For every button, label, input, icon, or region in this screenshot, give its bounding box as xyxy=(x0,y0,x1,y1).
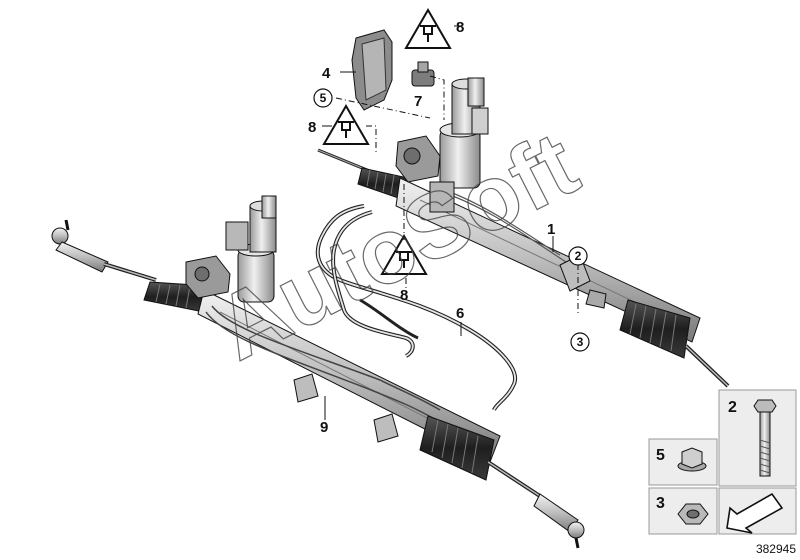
warning-icon xyxy=(380,234,428,275)
callout-3: 3 xyxy=(577,335,584,349)
boot-upper-right xyxy=(619,299,691,359)
callout-2: 2 xyxy=(575,249,582,263)
legend-label-2: 2 xyxy=(728,399,737,416)
callout-9: 9 xyxy=(320,419,328,436)
callout-8-mid: 8 xyxy=(400,287,408,304)
callout-6: 6 xyxy=(456,305,464,322)
callout-8-left: 8 xyxy=(308,119,316,136)
callout-1: 1 xyxy=(547,221,555,238)
callout-4: 4 xyxy=(322,65,331,82)
steering-gear-lower xyxy=(51,195,585,549)
parts-legend: 5 3 2 xyxy=(648,389,797,535)
legend-label-3: 3 xyxy=(656,495,665,512)
valve-housing-upper xyxy=(395,77,489,213)
callout-8-top: 8 xyxy=(456,19,464,36)
arrow-icon xyxy=(726,492,784,534)
tie-rod-end-left xyxy=(51,219,157,282)
valve-housing-lower xyxy=(185,195,277,303)
warning-icon xyxy=(404,8,452,49)
tie-rod-end-right xyxy=(533,493,585,549)
bolt-icon xyxy=(753,399,777,477)
callout-7: 7 xyxy=(414,93,422,110)
sensor-part-7 xyxy=(411,61,435,87)
legend-label-5: 5 xyxy=(656,447,665,464)
callout-5: 5 xyxy=(320,91,327,105)
hex-nut-icon xyxy=(677,503,709,525)
diagram-reference-number: 382945 xyxy=(756,542,796,556)
warning-icon xyxy=(322,104,370,145)
cover-part-4 xyxy=(351,29,393,111)
hydraulic-lines xyxy=(315,204,518,411)
flange-nut-icon xyxy=(677,447,707,472)
